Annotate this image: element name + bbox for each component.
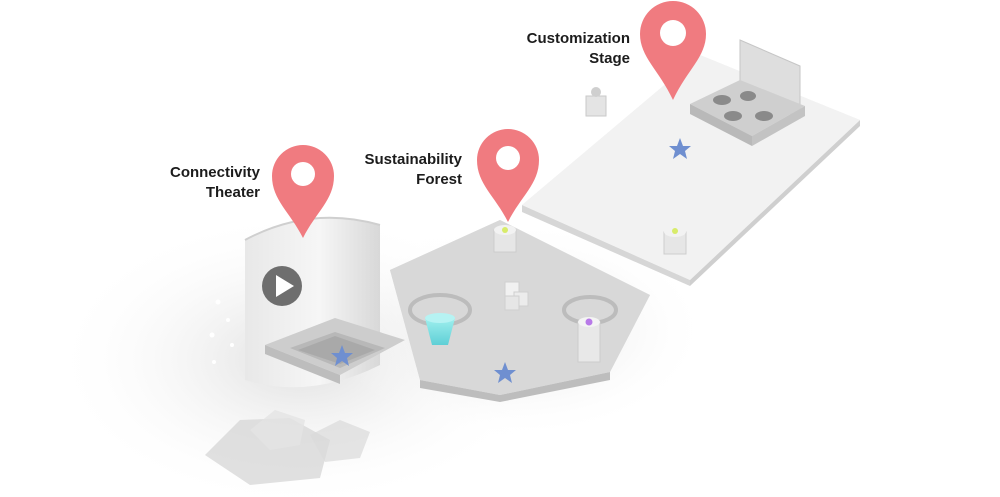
star-icon xyxy=(331,345,353,366)
connectivity-theater xyxy=(205,216,405,485)
map-pin-icon[interactable] xyxy=(640,1,706,100)
zone-label-line: Sustainability xyxy=(364,151,462,168)
zone-label-customization-stage: Customization Stage xyxy=(480,29,630,69)
zone-label-line: Connectivity xyxy=(169,164,260,181)
customization-stage-platform xyxy=(522,39,860,286)
zone-label-line: Stage xyxy=(589,50,630,67)
sparkle-icons xyxy=(209,299,234,364)
zone-label-sustainability-forest: Sustainability Forest xyxy=(330,150,462,190)
zone-label-line: Theater xyxy=(205,184,260,201)
zone-label-line: Forest xyxy=(416,171,462,188)
play-icon xyxy=(262,266,302,306)
map-pin-icon[interactable] xyxy=(477,129,539,222)
sustainability-forest-platform xyxy=(390,220,650,402)
star-icon xyxy=(494,362,516,383)
map-pin-icon[interactable] xyxy=(272,145,334,238)
star-icon xyxy=(669,138,691,159)
zone-label-connectivity-theater: Connectivity Theater xyxy=(130,163,260,203)
zone-label-line: Customization xyxy=(526,30,630,47)
